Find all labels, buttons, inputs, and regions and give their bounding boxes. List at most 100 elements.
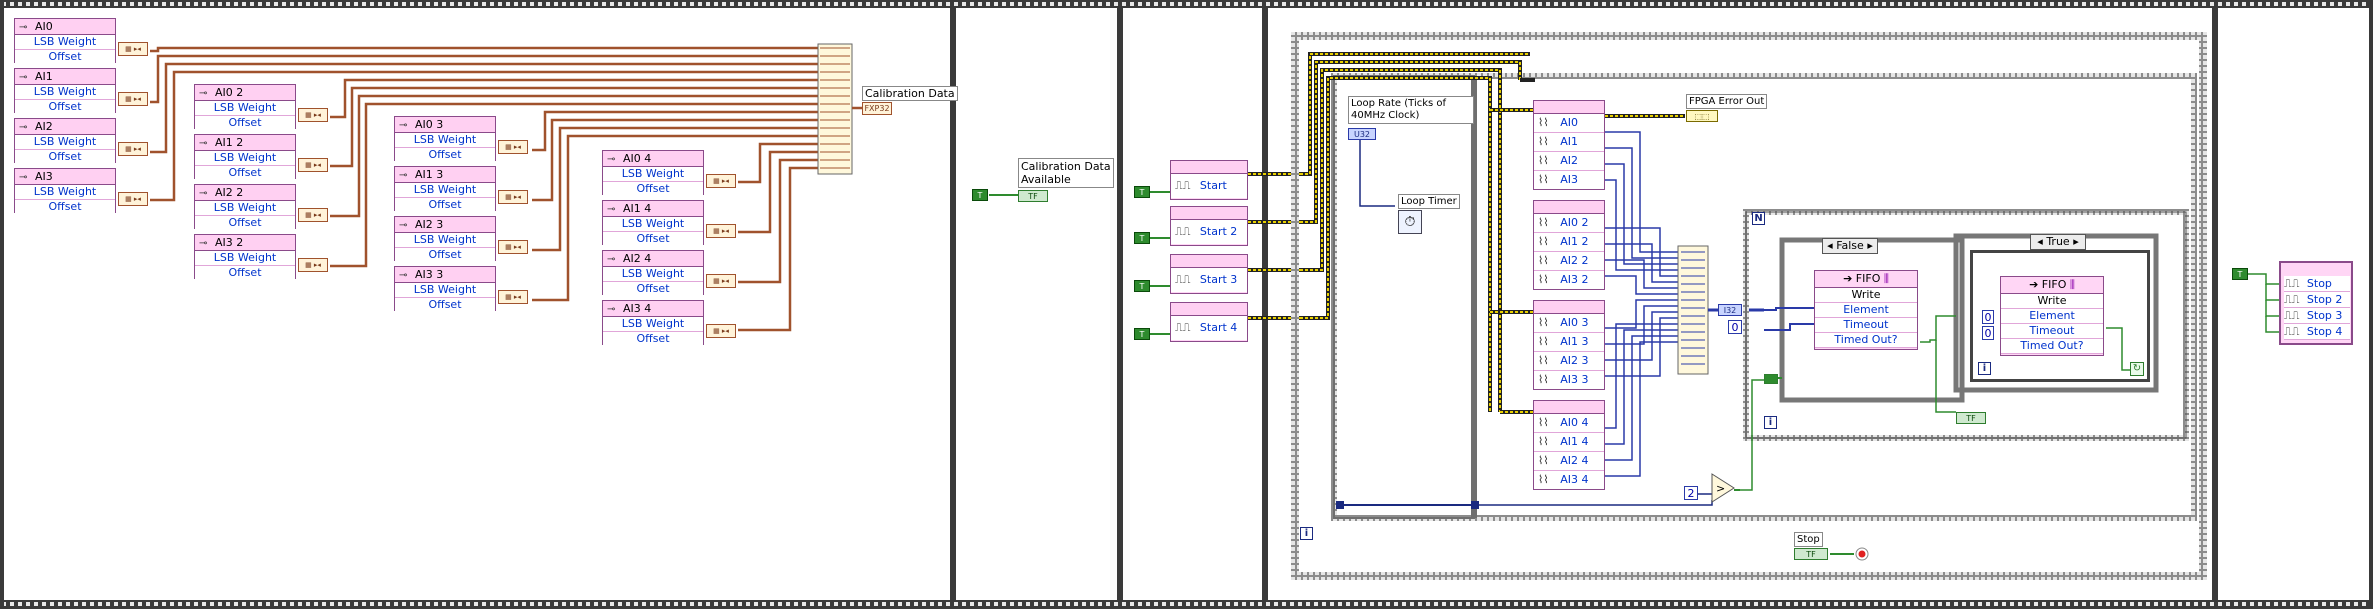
true-constant-avail[interactable]: T: [972, 189, 988, 201]
bundle-by-name-icon[interactable]: ▦ ▸◂: [498, 240, 528, 254]
start-property-node[interactable]: ⎍⎍ Start 3: [1170, 254, 1248, 294]
bundle-by-name-icon[interactable]: ▦ ▸◂: [298, 158, 328, 172]
bundle-by-name-icon[interactable]: ▦ ▸◂: [706, 274, 736, 288]
offset-item[interactable]: Offset: [195, 216, 295, 230]
start-item[interactable]: ⎍⎍ Start 4: [1171, 316, 1247, 340]
lsb-weight-item[interactable]: LSB Weight: [395, 283, 495, 298]
start-property-node[interactable]: ⎍⎍ Start 2: [1170, 206, 1248, 246]
offset-item[interactable]: Offset: [603, 332, 703, 346]
io-channel-item[interactable]: ⌇⌇ AI3: [1534, 171, 1604, 189]
fifo-element-2[interactable]: Element: [2001, 309, 2103, 324]
case-left-arrow[interactable]: ◂: [1827, 239, 1833, 252]
io-channel-item[interactable]: ⌇⌇ AI2: [1534, 152, 1604, 171]
fifo-write-node-1[interactable]: ➔ FIFO ⫼ Write Element Timeout Timed Out…: [1814, 270, 1918, 350]
stop-button-indicator[interactable]: TF: [1794, 548, 1828, 560]
offset-item[interactable]: Offset: [15, 100, 115, 114]
true-constant-start[interactable]: T: [1134, 328, 1150, 340]
case-left-arrow-2[interactable]: ◂: [2037, 235, 2043, 248]
bundle-by-name-icon[interactable]: ▦ ▸◂: [498, 140, 528, 154]
offset-item[interactable]: Offset: [15, 200, 115, 214]
lsb-weight-item[interactable]: LSB Weight: [15, 135, 115, 150]
offset-item[interactable]: Offset: [195, 116, 295, 130]
offset-item[interactable]: Offset: [395, 198, 495, 212]
io-channel-item[interactable]: ⌇⌇ AI1 2: [1534, 233, 1604, 252]
fpga-io-node[interactable]: ⌇⌇ AI0⌇⌇ AI1⌇⌇ AI2⌇⌇ AI3: [1533, 100, 1605, 190]
stop-item[interactable]: ⎍⎍ Stop 4: [2284, 324, 2350, 340]
fifo-timed-out[interactable]: Timed Out?: [1815, 333, 1917, 348]
start-item[interactable]: ⎍⎍ Start: [1171, 174, 1247, 198]
offset-item[interactable]: Offset: [395, 148, 495, 162]
lsb-weight-item[interactable]: LSB Weight: [603, 217, 703, 232]
offset-item[interactable]: Offset: [603, 282, 703, 296]
fifo-timeout[interactable]: Timeout: [1815, 318, 1917, 333]
lsb-weight-item[interactable]: LSB Weight: [603, 167, 703, 182]
io-channel-item[interactable]: ⌇⌇ AI3 4: [1534, 471, 1604, 489]
io-channel-item[interactable]: ⌇⌇ AI1 4: [1534, 433, 1604, 452]
true-constant-stop[interactable]: T: [2232, 268, 2248, 280]
bundle-by-name-icon[interactable]: ▦ ▸◂: [498, 190, 528, 204]
lsb-weight-item[interactable]: LSB Weight: [15, 85, 115, 100]
greater-than-node[interactable]: [1711, 473, 1735, 503]
true-constant-start[interactable]: T: [1134, 232, 1150, 244]
case-selector-true[interactable]: ◂ True ▸: [2030, 234, 2086, 250]
lsb-weight-item[interactable]: LSB Weight: [195, 151, 295, 166]
fpga-io-node[interactable]: ⌇⌇ AI0 4⌇⌇ AI1 4⌇⌇ AI2 4⌇⌇ AI3 4: [1533, 400, 1605, 490]
io-channel-item[interactable]: ⌇⌇ AI1: [1534, 133, 1604, 152]
bundle-by-name-icon[interactable]: ▦ ▸◂: [706, 224, 736, 238]
bundle-by-name-icon[interactable]: ▦ ▸◂: [118, 92, 148, 106]
two-constant[interactable]: 2: [1684, 486, 1698, 500]
bundle-by-name-icon[interactable]: ▦ ▸◂: [498, 290, 528, 304]
timed-out-indicator-2[interactable]: [1764, 374, 1778, 384]
bundle-by-name-icon[interactable]: ▦ ▸◂: [118, 142, 148, 156]
fifo-timed-out-2[interactable]: Timed Out?: [2001, 339, 2103, 354]
offset-item[interactable]: Offset: [195, 166, 295, 180]
case-selector-false[interactable]: ◂ False ▸: [1822, 238, 1878, 254]
loop-rate-control[interactable]: U32: [1348, 128, 1376, 140]
stop-item[interactable]: ⎍⎍ Stop 2: [2284, 292, 2350, 308]
io-channel-item[interactable]: ⌇⌇ AI0: [1534, 114, 1604, 133]
start-item[interactable]: ⎍⎍ Start 3: [1171, 268, 1247, 292]
bundle-by-name-icon[interactable]: ▦ ▸◂: [706, 174, 736, 188]
lsb-weight-item[interactable]: LSB Weight: [603, 317, 703, 332]
lsb-weight-item[interactable]: LSB Weight: [195, 251, 295, 266]
lsb-weight-item[interactable]: LSB Weight: [395, 233, 495, 248]
io-channel-item[interactable]: ⌇⌇ AI0 4: [1534, 414, 1604, 433]
offset-item[interactable]: Offset: [195, 266, 295, 280]
io-channel-item[interactable]: ⌇⌇ AI2 4: [1534, 452, 1604, 471]
lsb-weight-item[interactable]: LSB Weight: [603, 267, 703, 282]
start-property-node[interactable]: ⎍⎍ Start 4: [1170, 302, 1248, 342]
outer-while-loop[interactable]: [1291, 32, 2207, 580]
stop-item[interactable]: ⎍⎍ Stop 3: [2284, 308, 2350, 324]
offset-item[interactable]: Offset: [15, 50, 115, 64]
calibration-data-available-indicator[interactable]: TF: [1018, 190, 1048, 202]
start-item[interactable]: ⎍⎍ Start 2: [1171, 220, 1247, 244]
fpga-io-node[interactable]: ⌇⌇ AI0 2⌇⌇ AI1 2⌇⌇ AI2 2⌇⌇ AI3 2: [1533, 200, 1605, 290]
bundle-by-name-icon[interactable]: ▦ ▸◂: [118, 192, 148, 206]
io-channel-item[interactable]: ⌇⌇ AI2 2: [1534, 252, 1604, 271]
start-property-node[interactable]: ⎍⎍ Start: [1170, 160, 1248, 200]
build-array-node[interactable]: [1677, 245, 1709, 375]
fifo-element[interactable]: Element: [1815, 303, 1917, 318]
offset-item[interactable]: Offset: [15, 150, 115, 164]
offset-item[interactable]: Offset: [395, 298, 495, 312]
bundle-by-name-icon[interactable]: ▦ ▸◂: [298, 208, 328, 222]
bundle-by-name-icon[interactable]: ▦ ▸◂: [298, 258, 328, 272]
i32-conversion-node[interactable]: I32: [1718, 304, 1742, 316]
offset-item[interactable]: Offset: [603, 232, 703, 246]
fifo-timeout-2[interactable]: Timeout: [2001, 324, 2103, 339]
true-constant-start[interactable]: T: [1134, 186, 1150, 198]
